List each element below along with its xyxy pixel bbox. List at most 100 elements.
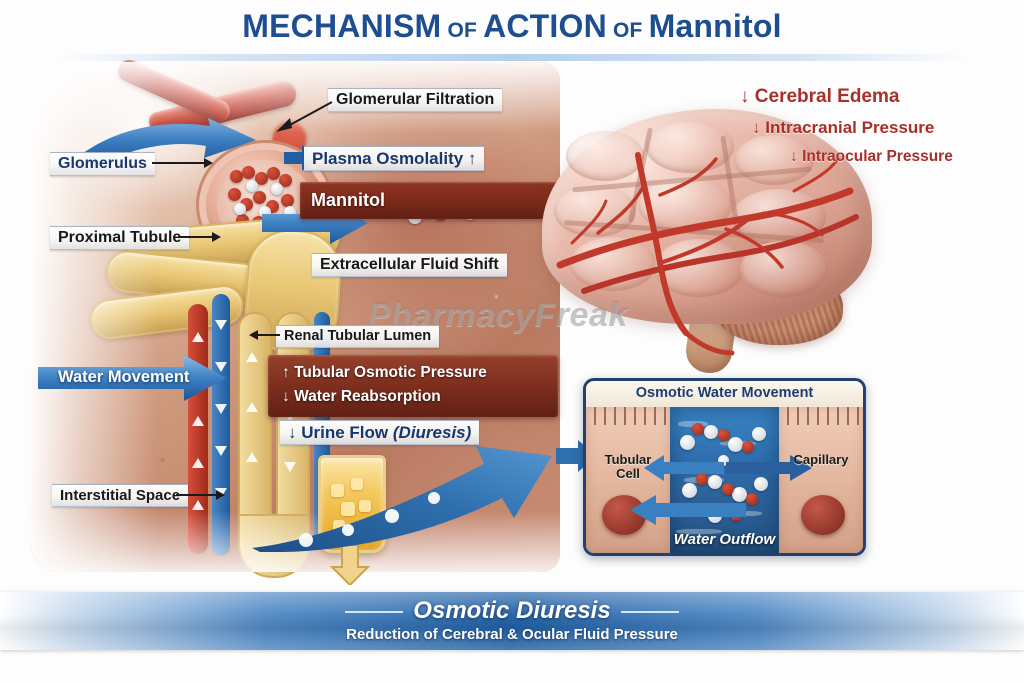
effect-intraocular-pressure: ↓ Intraocular Pressure: [790, 148, 953, 166]
watermark: PharmacyFreak: [368, 296, 628, 334]
footer-subtitle: Reduction of Cerebral & Ocular Fluid Pre…: [346, 626, 678, 643]
title-drug-name: Mannitol: [648, 8, 782, 44]
urine-solute-particle: [341, 502, 355, 516]
leader-line-proximal-tubule: [178, 236, 212, 238]
inset-body: Tubular Cell Capillary Water Outflow: [586, 407, 863, 553]
inset-right-arrow-icon: [726, 455, 812, 481]
urine-solute-particle: [351, 478, 363, 490]
microvilli-icon: [779, 407, 863, 425]
page-title: MECHANISM OF ACTION OF Mannitol: [0, 8, 1024, 45]
label-tubular-osmotic-pressure-text: Tubular Osmotic Pressure: [294, 364, 487, 381]
water-sparkle: [676, 529, 722, 534]
capillary-cell-block: [779, 407, 863, 553]
urine-output-arrow-icon: [330, 545, 370, 585]
cortical-gyrus: [734, 135, 814, 185]
title-part-mechanism: MECHANISM: [242, 8, 442, 44]
osmotic-water-movement-inset: Osmotic Water Movement: [583, 378, 866, 556]
label-interstitial-space: Interstitial Space: [52, 484, 189, 507]
urine-solute-particle: [359, 500, 371, 512]
label-urine-flow-diuresis: (Diuresis): [392, 423, 472, 442]
footer-dash-right: [620, 610, 679, 613]
brain-illustration: [520, 95, 950, 385]
solute-molecule: [742, 441, 754, 453]
inset-label-water-outflow: Water Outflow: [673, 531, 776, 548]
label-urine-flow-text: Urine Flow: [301, 423, 389, 442]
label-mannitol: Mannitol: [311, 190, 385, 210]
label-water-reabsorption-text: Water Reabsorption: [294, 388, 441, 405]
water-molecule: [708, 475, 722, 489]
label-plasma-osmolality-text: Plasma Osmolality: [312, 149, 464, 168]
footer-dash-left: [345, 610, 404, 613]
label-glomerulus-text: Glomerulus: [50, 152, 155, 176]
water-molecule: [752, 427, 766, 441]
solute-molecule: [696, 473, 708, 485]
footer-main-title: Osmotic Diuresis: [0, 597, 1024, 625]
tubular-pressure-block: [268, 355, 558, 417]
microvilli-icon: [586, 407, 670, 425]
leader-arrow-glomerular-filtration: [276, 101, 333, 132]
effect-cerebral-edema: ↓ Cerebral Edema: [740, 86, 899, 108]
label-renal-tubular-lumen: Renal Tubular Lumen: [276, 325, 440, 348]
label-glomerular-filtration-text: Glomerular Filtration: [328, 88, 503, 112]
title-of-2: OF: [612, 19, 643, 42]
inset-label-tubular-cell-line2: Cell: [616, 466, 640, 482]
inset-label-capillary: Capillary: [793, 452, 849, 467]
inset-outflow-arrow-icon: [630, 495, 746, 525]
water-movement-arrow-icon: [38, 355, 226, 401]
effect-intraocular-pressure-text: Intraocular Pressure: [802, 148, 953, 165]
urine-flow-down-arrow-icon: ↓: [288, 423, 297, 442]
water-molecule: [728, 437, 743, 452]
footer-main-text: Osmotic Diuresis: [413, 597, 611, 624]
water-molecule: [704, 425, 718, 439]
label-proximal-tubule-text: Proximal Tubule: [50, 226, 190, 250]
leader-arrowhead-renal-tubular-lumen: [249, 330, 258, 340]
water-molecule: [754, 477, 768, 491]
label-urine-flow: ↓ Urine Flow (Diuresis): [280, 420, 480, 445]
leader-arrowhead-interstitial-space: [216, 490, 225, 500]
title-part-action: ACTION: [483, 8, 607, 44]
intracranial-pressure-down-arrow-icon: ↓: [752, 118, 761, 137]
water-molecule: [732, 487, 747, 502]
water-reabsorption-down-arrow-icon: ↓: [282, 388, 290, 405]
osmotic-transfer-curved-arrow-icon: [252, 446, 552, 552]
label-proximal-tubule: Proximal Tubule: [50, 226, 190, 250]
inset-label-tubular-cell-line1: Tubular: [604, 452, 652, 467]
solute-molecule: [692, 423, 704, 435]
label-tubular-osmotic-pressure: ↑ Tubular Osmotic Pressure: [282, 364, 487, 382]
mannitol-band: [300, 182, 558, 219]
solute-molecule: [722, 483, 734, 495]
tubular-osmotic-pressure-up-arrow-icon: ↑: [282, 364, 290, 381]
blood-flow-arrow-icon: [82, 118, 256, 168]
water-molecule: [682, 483, 697, 498]
solute-molecule: [718, 429, 730, 441]
leader-line-interstitial-space: [176, 494, 216, 496]
label-renal-tubular-lumen-text: Renal Tubular Lumen: [276, 325, 440, 348]
footer-sheen: [0, 592, 1024, 650]
label-plasma-osmolality: Plasma Osmolality ↑: [304, 146, 485, 171]
label-water-movement: Water Movement: [58, 368, 190, 386]
label-extracellular-fluid-shift-text: Extracellular Fluid Shift: [312, 253, 507, 277]
plasma-osmolality-up-arrow-icon: ↑: [467, 149, 477, 168]
intraocular-pressure-down-arrow-icon: ↓: [790, 148, 798, 165]
label-glomerulus: Glomerulus: [50, 152, 155, 176]
label-interstitial-space-text: Interstitial Space: [52, 484, 189, 507]
inset-title: Osmotic Water Movement: [635, 385, 814, 401]
footer-banner: Osmotic Diuresis Reduction of Cerebral &…: [0, 592, 1024, 650]
title-of-1: OF: [447, 19, 478, 42]
capillary-cell-nucleus: [801, 495, 845, 535]
effect-cerebral-edema-text: Cerebral Edema: [754, 86, 900, 107]
leader-arrowhead-glomerulus: [204, 158, 213, 168]
inset-label-tubular-cell: Tubular Cell: [592, 452, 664, 482]
cerebral-arteries: [556, 152, 859, 356]
cortical-gyrus: [566, 131, 644, 181]
label-extracellular-fluid-shift: Extracellular Fluid Shift: [312, 253, 507, 277]
cerebral-edema-down-arrow-icon: ↓: [740, 86, 750, 107]
inset-molecule-cluster: [674, 421, 776, 533]
urine-solute-particle: [331, 484, 344, 497]
inset-left-arrow-icon: [644, 455, 724, 481]
effect-intracranial-pressure-text: Intracranial Pressure: [765, 118, 935, 137]
leader-arrowhead-proximal-tubule: [212, 232, 221, 242]
solute-molecule: [746, 493, 758, 505]
water-molecule: [718, 455, 729, 466]
